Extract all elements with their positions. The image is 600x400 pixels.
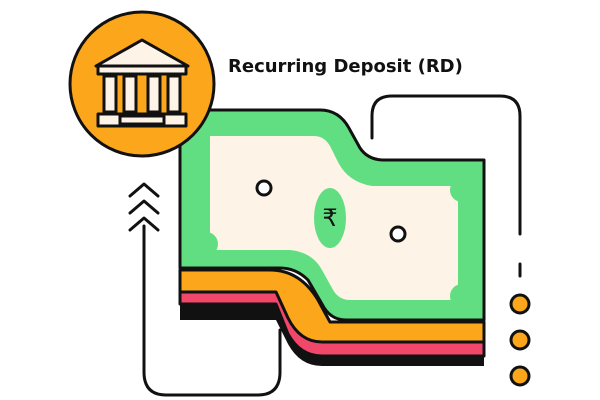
note-corner xyxy=(450,284,474,308)
stack-layer-orange xyxy=(178,268,486,344)
page-title: Recurring Deposit (RD) xyxy=(228,56,463,77)
note-dot xyxy=(255,179,273,197)
note-corner xyxy=(194,232,218,256)
return-arrow-line xyxy=(142,224,282,397)
bank-building-icon xyxy=(94,38,190,128)
stack-layer-black xyxy=(180,300,484,366)
rupee-icon: ₹ xyxy=(322,204,337,232)
note-dot xyxy=(389,225,407,243)
note-corner xyxy=(450,178,474,202)
bank-circle xyxy=(68,10,216,158)
decor-dot xyxy=(509,293,531,315)
chevron-up-icon xyxy=(128,182,160,232)
decor-dot xyxy=(509,365,531,387)
rupee-medallion xyxy=(314,188,346,248)
decor-dot xyxy=(509,329,531,351)
connector-line xyxy=(370,94,522,236)
